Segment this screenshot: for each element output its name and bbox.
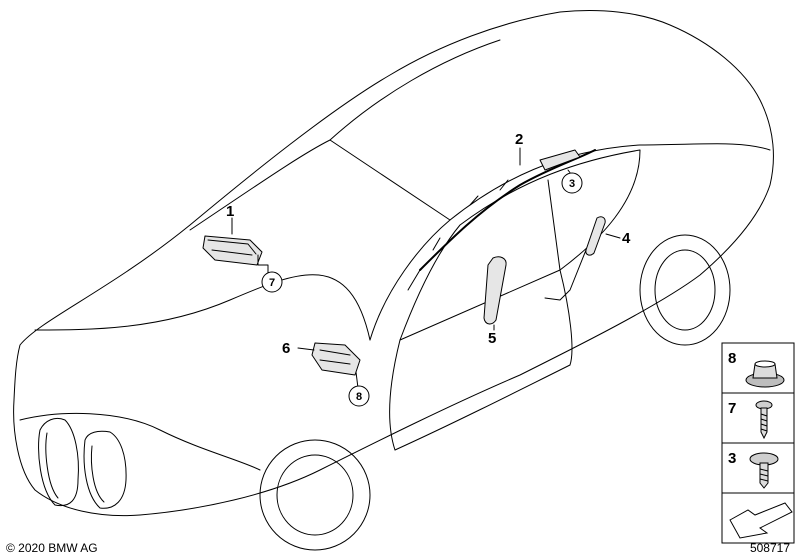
callout-5: 5 <box>488 330 496 347</box>
callout-1: 1 <box>226 203 234 220</box>
circled-ref-7: 7 <box>261 271 283 293</box>
callout-4: 4 <box>622 230 631 247</box>
kidney-grille <box>38 417 127 509</box>
passenger-airbag <box>202 235 263 266</box>
collar-nut-icon <box>745 360 785 388</box>
knee-airbag <box>311 342 361 376</box>
legend-number-7: 7 <box>728 400 736 417</box>
side-airbag-seat <box>483 256 507 325</box>
callout-2: 2 <box>515 131 523 148</box>
diagram-number: 508717 <box>749 541 790 555</box>
car-body-outline <box>13 10 774 551</box>
circled-ref-8: 8 <box>348 385 370 407</box>
ref-7-label: 7 <box>269 277 275 289</box>
circled-ref-3: 3 <box>561 172 583 194</box>
legend-number-3: 3 <box>728 450 736 467</box>
viewing-direction-arrow-icon <box>729 502 793 539</box>
head-airbag <box>407 149 596 291</box>
screw-icon <box>755 400 773 440</box>
rear-side-airbag <box>544 216 606 301</box>
legend-number-8: 8 <box>728 350 736 367</box>
fillister-head-screw-icon <box>749 452 779 489</box>
fastener-legend: 8 7 3 <box>721 342 795 544</box>
ref-3-label: 3 <box>569 178 575 190</box>
callout-6: 6 <box>282 340 290 357</box>
copyright-notice: © 2020 BMW AG <box>6 541 98 555</box>
ref-8-label: 8 <box>356 391 362 403</box>
